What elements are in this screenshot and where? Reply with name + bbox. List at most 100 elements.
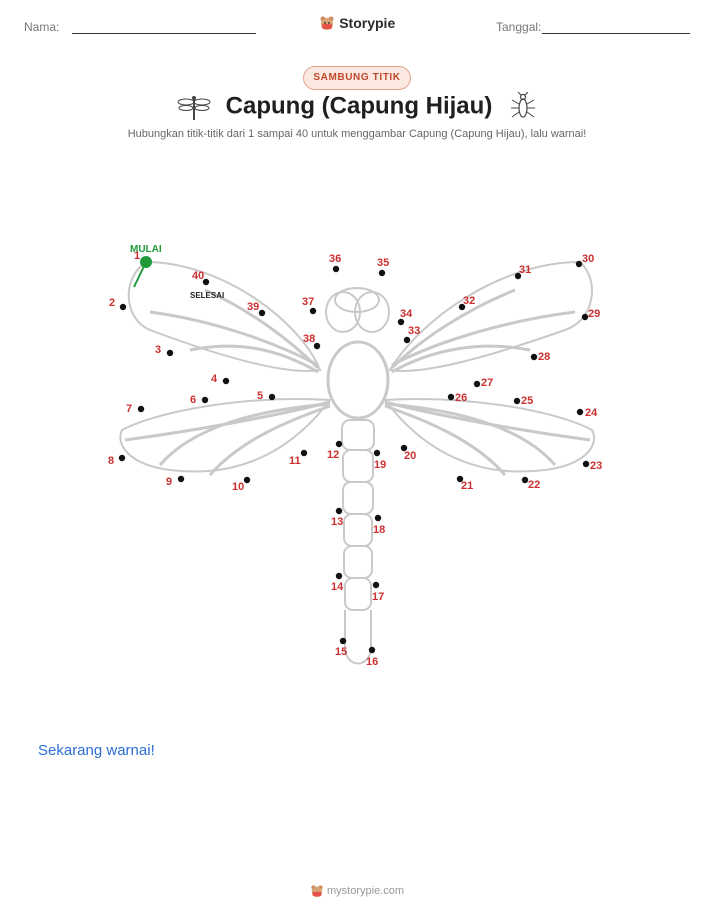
dot-number-21: 21: [461, 480, 473, 492]
dot-number-3: 3: [155, 344, 161, 356]
instructions: Hubungkan titik-titik dari 1 sampai 40 u…: [127, 128, 587, 140]
dot-29[interactable]: [581, 313, 589, 321]
dot-10[interactable]: [243, 476, 251, 484]
dot-26[interactable]: [447, 393, 455, 401]
dot-number-37: 37: [302, 296, 314, 308]
dot-13[interactable]: [335, 507, 343, 515]
dot-17[interactable]: [372, 581, 380, 589]
dot-number-9: 9: [166, 476, 172, 488]
dot-21[interactable]: [456, 475, 464, 483]
dot-number-10: 10: [232, 481, 244, 493]
dot-36[interactable]: [332, 265, 340, 273]
start-label: MULAI: [130, 244, 162, 255]
end-label: SELESAI: [190, 291, 224, 300]
dot-24[interactable]: [576, 408, 584, 416]
dot-number-36: 36: [329, 253, 341, 265]
dot-28[interactable]: [530, 353, 538, 361]
bear-mascot-icon: [311, 885, 323, 898]
dot-8[interactable]: [118, 454, 126, 462]
dot-number-1: 1: [134, 250, 140, 262]
dot-2[interactable]: [119, 303, 127, 311]
dot-number-8: 8: [108, 455, 114, 467]
dot-3[interactable]: [166, 349, 174, 357]
footer-url: mystorypie.com: [327, 884, 405, 897]
dot-number-4: 4: [211, 373, 218, 385]
dot-15[interactable]: [339, 637, 347, 645]
dot-number-12: 12: [327, 449, 339, 461]
dot-19[interactable]: [373, 449, 381, 457]
dot-7[interactable]: [137, 405, 145, 413]
dot-12[interactable]: [335, 440, 343, 448]
dot-40[interactable]: [202, 278, 210, 286]
dragonfly-outline: [119, 260, 596, 665]
dot-number-40: 40: [192, 270, 204, 282]
bear-mascot-icon: [320, 16, 334, 30]
dot-number-18: 18: [373, 524, 385, 536]
dot-number-5: 5: [257, 390, 263, 402]
dot-number-13: 13: [331, 516, 343, 528]
brand-name: Storypie: [339, 14, 396, 31]
dot-number-2: 2: [109, 297, 115, 309]
dot-39[interactable]: [258, 309, 266, 317]
activity-badge: SAMBUNG TITIK: [303, 66, 411, 90]
dot-4[interactable]: [222, 377, 230, 385]
dot-11[interactable]: [300, 449, 308, 457]
name-line[interactable]: [72, 33, 256, 34]
dot-number-25: 25: [521, 395, 533, 407]
dot-number-34: 34: [400, 308, 413, 320]
dot-31[interactable]: [514, 272, 522, 280]
dot-number-11: 11: [289, 455, 301, 467]
dot-number-33: 33: [408, 325, 420, 337]
dot-number-24: 24: [585, 407, 598, 419]
date-line[interactable]: [542, 33, 690, 34]
dot-number-17: 17: [372, 591, 384, 603]
dot-32[interactable]: [458, 303, 466, 311]
date-label: Tanggal:: [496, 20, 542, 34]
dot-27[interactable]: [473, 380, 481, 388]
dot-37[interactable]: [309, 307, 317, 315]
dot-number-32: 32: [463, 295, 475, 307]
dot-number-30: 30: [582, 253, 594, 265]
dot-number-28: 28: [538, 351, 550, 363]
insect-icon: [511, 91, 536, 118]
dot-number-35: 35: [377, 257, 389, 269]
dot-number-20: 20: [404, 450, 416, 462]
dot-18[interactable]: [374, 514, 382, 522]
dot-number-31: 31: [519, 264, 531, 276]
dot-number-22: 22: [528, 479, 540, 491]
dot-number-39: 39: [247, 301, 259, 313]
dot-number-26: 26: [455, 392, 467, 404]
dot-number-14: 14: [331, 581, 344, 593]
dot-34[interactable]: [397, 318, 405, 326]
dot-16[interactable]: [368, 646, 376, 654]
dot-33[interactable]: [403, 336, 411, 344]
dot-25[interactable]: [513, 397, 521, 405]
dot-30[interactable]: [575, 260, 583, 268]
dot-number-29: 29: [588, 308, 600, 320]
dot-9[interactable]: [177, 475, 185, 483]
dot-number-27: 27: [481, 377, 493, 389]
page-title-text: Capung (Capung Hijau): [225, 92, 493, 120]
dot-number-16: 16: [366, 656, 378, 668]
dot-number-19: 19: [374, 459, 386, 471]
name-label: Nama:: [24, 20, 60, 34]
start-marker: MULAI: [130, 244, 162, 288]
footer: mystorypie.com: [0, 884, 714, 898]
color-prompt: Sekarang warnai!: [38, 742, 155, 759]
dot-number-6: 6: [190, 394, 196, 406]
dot-23[interactable]: [582, 460, 590, 468]
dot-35[interactable]: [378, 269, 386, 277]
dot-number-15: 15: [335, 646, 347, 658]
dot-6[interactable]: [201, 396, 209, 404]
dot-number-38: 38: [303, 333, 315, 345]
brand-logo: Storypie: [0, 14, 714, 32]
dot-22[interactable]: [521, 476, 529, 484]
dot-14[interactable]: [335, 572, 343, 580]
dot-5[interactable]: [268, 393, 276, 401]
page-title: Capung (Capung Hijau): [0, 91, 714, 122]
dot-38[interactable]: [313, 342, 321, 350]
dot-number-23: 23: [590, 460, 602, 472]
dot-20[interactable]: [400, 444, 408, 452]
